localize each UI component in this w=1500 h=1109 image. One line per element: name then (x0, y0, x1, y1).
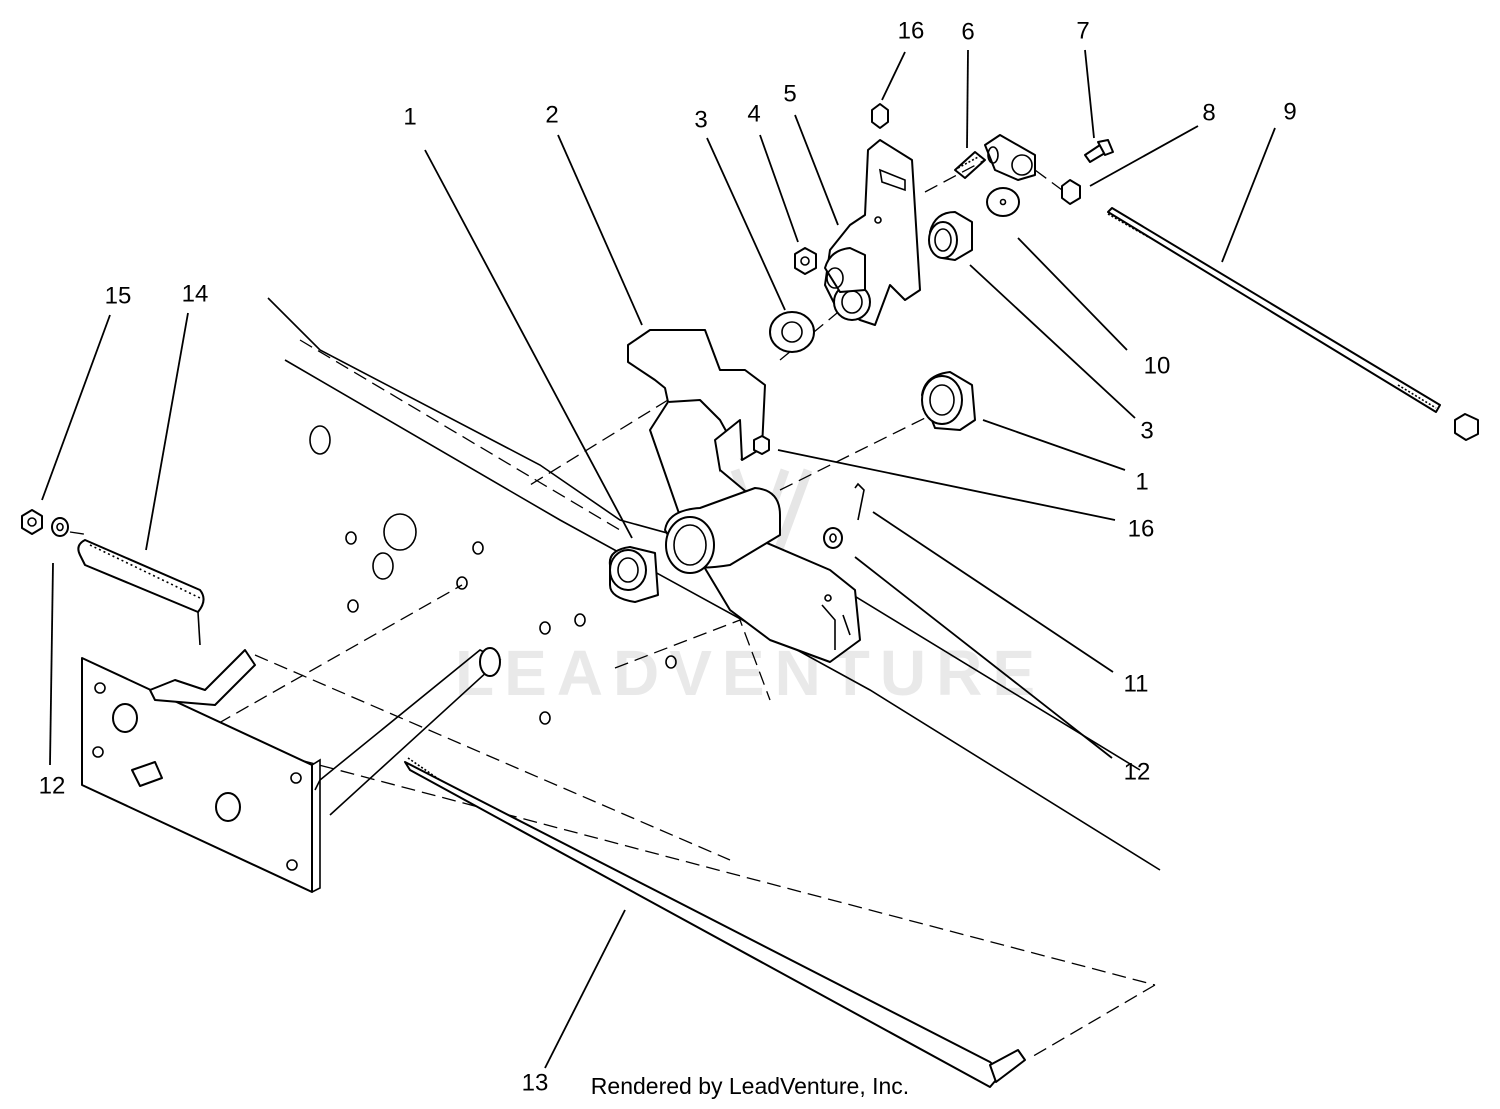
callout-label: 16 (1128, 516, 1155, 543)
frame-plate (267, 297, 1161, 871)
callout-label: 3 (694, 107, 707, 134)
bracket (824, 139, 921, 326)
callout-label: 11 (1124, 671, 1149, 698)
callout-label: 14 (182, 281, 209, 308)
bushing-right (921, 371, 976, 431)
cotter-pin (854, 482, 865, 521)
callout-label: 15 (105, 283, 132, 310)
extension-spring (77, 539, 205, 646)
threaded-rod (1107, 207, 1479, 441)
leader-lines (41, 49, 1276, 1069)
callout-label: 16 (898, 18, 925, 45)
callout-label: 5 (783, 81, 796, 108)
bushing-upper (769, 311, 815, 353)
callout-label: 3 (1140, 418, 1153, 445)
callout-label: 1 (403, 104, 416, 131)
bushing-left (608, 546, 659, 603)
nut-8 (1061, 179, 1081, 205)
nut-and-washer (21, 509, 69, 537)
callout-label: 13 (522, 1070, 549, 1097)
callout-label: 12 (1124, 759, 1151, 786)
bolt-6 (954, 151, 986, 179)
pivot-hub (664, 487, 781, 574)
callout-label: 6 (961, 19, 974, 46)
grease-fitting-top (871, 103, 889, 129)
upper-alignment-lines (924, 159, 1063, 193)
callout-label: 10 (1144, 353, 1171, 380)
swivel-block (984, 134, 1036, 181)
control-rod (404, 757, 1026, 1088)
callout-label: 8 (1202, 100, 1215, 127)
washer-10 (986, 187, 1020, 217)
callout-label: 4 (747, 101, 760, 128)
watermark-text: LEADVENTURE (455, 637, 1045, 709)
pedal-plate (81, 647, 502, 893)
callout-labels: 1 2 3 4 5 16 6 7 8 9 10 3 1 16 11 12 15 … (39, 18, 1297, 1097)
credit-text: Rendered by LeadVenture, Inc. (591, 1073, 909, 1099)
bolt-7 (1084, 139, 1114, 163)
callout-label: 1 (1135, 469, 1148, 496)
nut-4 (794, 247, 817, 275)
callout-label: 9 (1283, 99, 1296, 126)
grease-fitting-lower (753, 435, 770, 455)
callout-label: 12 (39, 773, 66, 800)
washer-right (823, 527, 843, 549)
alignment-lines (69, 289, 1156, 1059)
callout-label: 2 (545, 102, 558, 129)
bushing-3-right (928, 211, 973, 261)
callout-label: 7 (1076, 18, 1089, 45)
